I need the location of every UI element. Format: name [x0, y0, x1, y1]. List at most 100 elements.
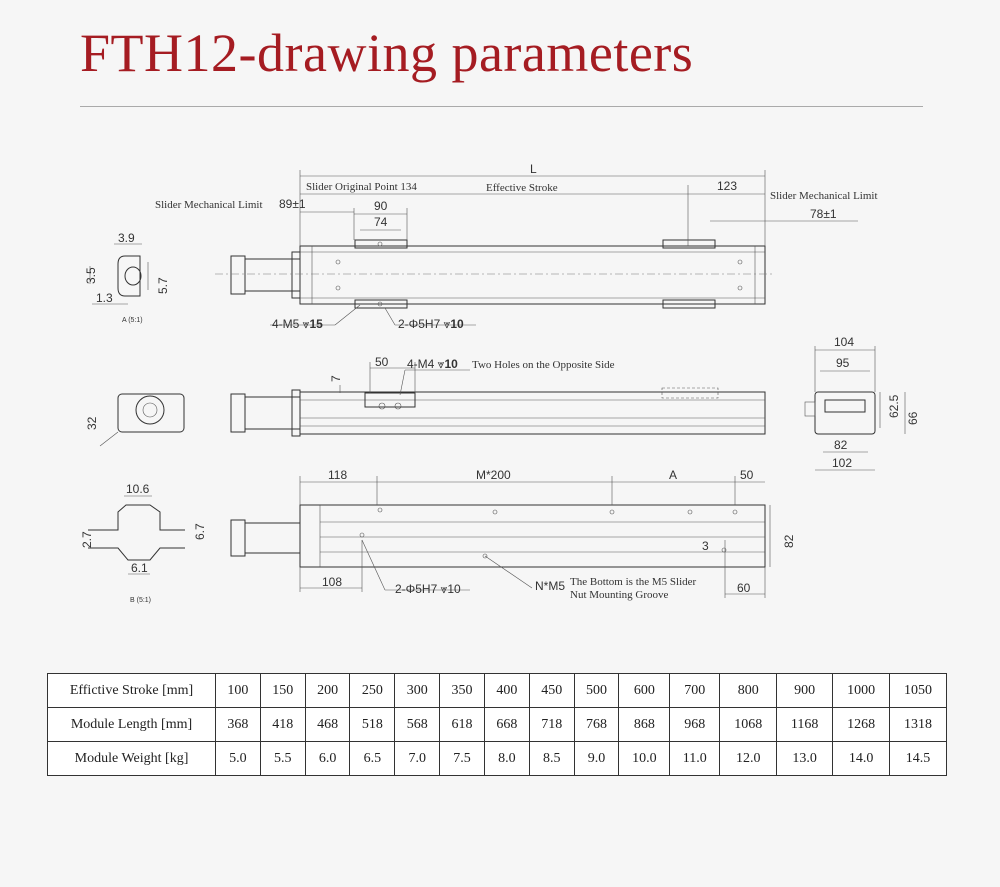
label-holes-m4: 4-M4 ⩔10	[407, 357, 458, 371]
dim-m200: M*200	[476, 468, 511, 482]
dim-74: 74	[374, 215, 388, 229]
table-cell: 450	[528, 673, 575, 708]
dim-102: 102	[832, 456, 852, 470]
table-cell: 1000	[832, 673, 891, 708]
slider-side	[364, 392, 416, 408]
table-cell: 1268	[832, 707, 891, 742]
motor-body-bottom	[244, 522, 301, 554]
table-cell: 7.5	[439, 741, 485, 776]
dim-60: 60	[737, 581, 751, 595]
label-holes-pin: 2-Φ5H7 ⩔10	[398, 317, 464, 331]
row-label: Module Weight [kg]	[47, 741, 216, 776]
table-cell: 718	[528, 707, 575, 742]
table-cell: 668	[483, 707, 530, 742]
dim-78: 78±1	[810, 207, 837, 221]
rail-body-bottom	[299, 504, 766, 568]
rail-body-side	[299, 391, 766, 435]
table-cell: 1318	[889, 707, 947, 742]
label-slider-mech-limit-left: Slider Mechanical Limit	[155, 199, 263, 211]
dim-3-5: 3.5	[84, 267, 98, 284]
table-cell: 5.0	[215, 741, 261, 776]
table-cell: 868	[618, 707, 671, 742]
dim-50-mid: 50	[375, 355, 389, 369]
table-cell: 400	[483, 673, 530, 708]
table-cell: 7.0	[394, 741, 441, 776]
table-cell: 700	[669, 673, 721, 708]
dim-82-bottom: 82	[782, 534, 796, 548]
label-holes-m4-note: Two Holes on the Opposite Side	[472, 359, 615, 371]
table-cell: 900	[776, 673, 834, 708]
table-cell: 14.5	[889, 741, 947, 776]
rail-body	[299, 245, 766, 305]
label-slider-original-point: Slider Original Point 134	[306, 181, 417, 193]
slider-end-bottom	[662, 299, 716, 309]
label-nm5-note-1: The Bottom is the M5 Slider	[570, 576, 697, 588]
dim-123: 123	[717, 179, 737, 193]
dim-3-9: 3.9	[118, 231, 135, 245]
dim-1-3: 1.3	[96, 291, 113, 305]
dim-a: A	[669, 468, 677, 482]
table-cell: 300	[394, 673, 441, 708]
middle-view: 50 7 4-M4 ⩔10 Two Holes on the Opposite …	[85, 355, 766, 447]
table-cell: 6.5	[349, 741, 396, 776]
label-slider-mech-limit-right: Slider Mechanical Limit	[770, 190, 878, 202]
table-cell: 350	[439, 673, 485, 708]
table-cell: 5.5	[259, 741, 306, 776]
detail-view-b: 10.6 2.7 6.7 6.1 B (5:1)	[80, 482, 207, 604]
label-holes-m5: 4-M5 ⩔15	[272, 317, 323, 331]
table-cell: 368	[215, 707, 261, 742]
label-nm5: N*M5	[535, 579, 565, 593]
dim-90: 90	[374, 199, 388, 213]
title-divider	[80, 106, 923, 107]
motor-flange-side	[230, 393, 246, 433]
dim-5-7: 5.7	[156, 277, 170, 294]
table-cell: 250	[349, 673, 396, 708]
dim-50-bottom: 50	[740, 468, 754, 482]
caption-view-b: B (5:1)	[130, 597, 151, 604]
table-cell: 968	[669, 707, 721, 742]
row-label: Module Length [mm]	[47, 707, 216, 742]
slider-bottom	[354, 299, 408, 309]
dim-118: 118	[328, 468, 347, 482]
table-cell: 1050	[889, 673, 947, 708]
dim-62-5: 62.5	[887, 394, 901, 418]
slider-side-end	[661, 387, 719, 399]
end-view-left	[117, 393, 185, 433]
table-cell: 468	[304, 707, 351, 742]
dim-89: 89±1	[279, 197, 306, 211]
slider-top	[354, 239, 408, 249]
dim-6-7: 6.7	[193, 523, 207, 540]
table-cell: 100	[215, 673, 261, 708]
page-title: FTH12-drawing parameters	[80, 23, 694, 83]
row-label: Effictive Stroke [mm]	[47, 673, 216, 708]
label-holes-pin-bottom: 2-Φ5H7 ⩔10	[395, 582, 461, 596]
table-cell: 600	[618, 673, 671, 708]
dim-7: 7	[329, 375, 343, 382]
table-cell: 9.0	[573, 741, 620, 776]
table-cell: 10.0	[618, 741, 671, 776]
dim-L: L	[530, 162, 537, 176]
dim-32: 32	[85, 416, 99, 430]
end-view-a: 3.9 3.5 5.7 1.3 A (5:1)	[84, 231, 170, 324]
dim-66: 66	[906, 411, 920, 425]
motor-flange-bottom	[230, 519, 246, 557]
dim-108: 108	[322, 575, 342, 589]
label-effective-stroke: Effective Stroke	[486, 182, 558, 194]
profile-slider	[824, 399, 866, 413]
table-cell: 800	[719, 673, 778, 708]
top-view: L Slider Original Point 134 Effective St…	[155, 162, 878, 331]
table-cell: 150	[259, 673, 306, 708]
table-cell: 8.0	[483, 741, 530, 776]
table-cell: 1168	[776, 707, 834, 742]
table-cell: 1068	[719, 707, 778, 742]
dim-10-6-val: 10.6	[126, 482, 150, 496]
table-cell: 8.5	[528, 741, 575, 776]
caption-view-a: A (5:1)	[122, 317, 143, 324]
dim-82-profile: 82	[834, 438, 848, 452]
table-cell: 618	[439, 707, 485, 742]
motor-flange	[230, 255, 246, 295]
slider-end-top	[662, 239, 716, 249]
technical-drawing: L Slider Original Point 134 Effective St…	[80, 162, 920, 604]
